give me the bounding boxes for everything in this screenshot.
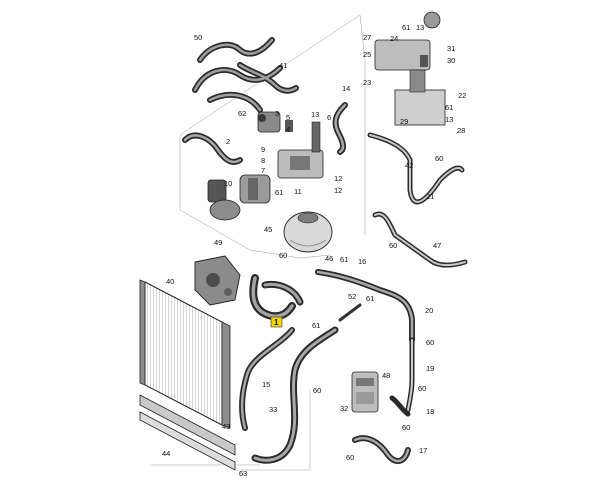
callout-label: 61 xyxy=(312,321,320,330)
coolant-pipe-47 xyxy=(372,211,468,268)
callout-label: 9 xyxy=(261,145,265,154)
hose-2 xyxy=(182,132,243,165)
callout-label: 12 xyxy=(334,174,342,183)
callout-label: 49 xyxy=(214,238,222,247)
hose-14 xyxy=(332,102,348,155)
callout-label: 61 xyxy=(445,103,453,112)
callout-label: 14 xyxy=(342,84,350,93)
callout-label: 23 xyxy=(363,78,371,87)
sensor-bracket-cluster xyxy=(257,111,324,179)
callout-label: 43 xyxy=(222,422,230,431)
coolant-pipe-20 xyxy=(405,337,415,413)
callout-label: 45 xyxy=(264,225,272,234)
callout-label: 60 xyxy=(313,386,321,395)
callout-label: 24 xyxy=(390,34,398,43)
coolant-pipe-21 xyxy=(367,132,465,205)
bracket-assembly-right xyxy=(374,11,446,126)
coolant-expansion-tank xyxy=(283,211,333,253)
hose-1-highlighted xyxy=(249,274,304,321)
hose-15 xyxy=(239,327,295,431)
callout-label: 62 xyxy=(238,109,246,118)
callout-label: 44 xyxy=(162,449,170,458)
callout-label: 13 xyxy=(445,115,453,124)
callout-label: 4 xyxy=(286,125,290,134)
callout-labels: 50 41 27 61 13 24 31 25 30 23 14 22 62 3… xyxy=(162,23,466,478)
callout-label: 61 xyxy=(275,188,283,197)
callout-label: 20 xyxy=(425,306,433,315)
callout-label: 29 xyxy=(400,117,408,126)
callout-label: 50 xyxy=(194,33,202,42)
callout-label: 61 xyxy=(402,23,410,32)
hose-18 xyxy=(389,395,411,417)
callout-label: 30 xyxy=(447,56,455,65)
callout-label: 2 xyxy=(226,137,230,146)
callout-label: 22 xyxy=(458,91,466,100)
connector-52 xyxy=(338,303,362,322)
hose-33 xyxy=(251,326,339,464)
callout-label: 16 xyxy=(358,257,366,266)
callout-label: 63 xyxy=(239,469,247,478)
callout-label: 31 xyxy=(447,44,455,53)
callout-label: 60 xyxy=(418,384,426,393)
callout-label: 28 xyxy=(457,126,465,135)
callout-label: 60 xyxy=(346,453,354,462)
callout-label: 13 xyxy=(416,23,424,32)
hose-17 xyxy=(352,435,411,464)
heat-exchanger xyxy=(351,371,379,413)
auxiliary-water-pump xyxy=(207,174,271,221)
callout-label: 11 xyxy=(294,187,302,196)
callout-label: 60 xyxy=(435,154,443,163)
callout-label: 47 xyxy=(433,241,441,250)
callout-label: 32 xyxy=(340,404,348,413)
callout-label: 10 xyxy=(224,179,232,188)
callout-label: 52 xyxy=(348,292,356,301)
callout-label: 17 xyxy=(419,446,427,455)
thermostat-housing xyxy=(194,255,241,306)
callout-label: 60 xyxy=(426,338,434,347)
hose-16 xyxy=(315,269,415,343)
callout-label: 60 xyxy=(279,251,287,260)
callout-label: 8 xyxy=(261,156,265,165)
callout-label: 15 xyxy=(262,380,270,389)
callout-label: 13 xyxy=(311,110,319,119)
callout-label: 12 xyxy=(334,186,342,195)
callout-label: 19 xyxy=(426,364,434,373)
callout-label: 42 xyxy=(405,161,413,170)
callout-label: 25 xyxy=(363,50,371,59)
callout-label: 5 xyxy=(286,113,290,122)
callout-label: 41 xyxy=(279,61,287,70)
callout-label: 27 xyxy=(363,33,371,42)
callout-label: 33 xyxy=(269,405,277,414)
radiator xyxy=(139,279,236,471)
callout-label: 7 xyxy=(261,166,265,175)
highlighted-part-label: 1 xyxy=(274,318,279,327)
callout-label: 61 xyxy=(340,255,348,264)
highlighted-part-callout: 1 xyxy=(269,315,287,328)
callout-label: 18 xyxy=(426,407,434,416)
callout-label: 60 xyxy=(389,241,397,250)
upper-hose-assembly-highlight xyxy=(193,38,298,112)
callout-label: 3 xyxy=(275,109,279,118)
callout-label: 46 xyxy=(325,254,333,263)
callout-label: 6 xyxy=(327,113,331,122)
callout-label: 21 xyxy=(426,192,434,201)
callout-label: 48 xyxy=(382,371,390,380)
callout-label: 60 xyxy=(402,423,410,432)
callout-label: 40 xyxy=(166,277,174,286)
callout-label: 61 xyxy=(366,294,374,303)
